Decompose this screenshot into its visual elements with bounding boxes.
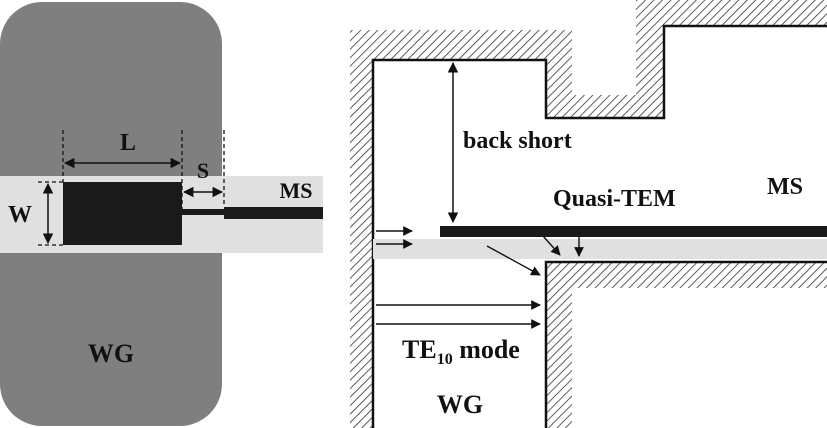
right-microstrip-line xyxy=(440,226,827,237)
microstrip-line xyxy=(224,207,323,219)
s-dimension-label: S xyxy=(197,158,209,183)
field-arrow-3 xyxy=(486,245,541,276)
left-diagram: L S W MS WG xyxy=(0,2,323,426)
l-dimension-label: L xyxy=(120,130,136,156)
back-short-label: back short xyxy=(463,128,572,154)
cavity-outline-bottom xyxy=(544,260,827,428)
lower-metal-wall xyxy=(546,262,827,428)
cavity-outline-top xyxy=(371,24,827,428)
te-mode-suffix: mode xyxy=(453,335,520,364)
right-diagram: back short Quasi-TEM MS TE10 mode WG xyxy=(350,0,827,428)
narrow-line xyxy=(182,209,224,215)
left-ms-label: MS xyxy=(280,178,313,203)
te-mode-subscript: 10 xyxy=(437,351,453,368)
probe-patch xyxy=(63,182,182,245)
quasi-tem-label: Quasi-TEM xyxy=(553,186,676,212)
w-dimension-label: W xyxy=(8,202,32,228)
field-arrow-1 xyxy=(542,235,561,256)
upper-metal-wall xyxy=(350,0,827,428)
te10-mode-label: TE10 mode xyxy=(402,335,520,368)
right-wg-label: WG xyxy=(437,390,483,419)
right-ms-label: MS xyxy=(767,174,803,200)
left-wg-label: WG xyxy=(88,339,134,368)
te-mode-prefix: TE xyxy=(402,335,437,364)
right-substrate xyxy=(373,239,827,259)
